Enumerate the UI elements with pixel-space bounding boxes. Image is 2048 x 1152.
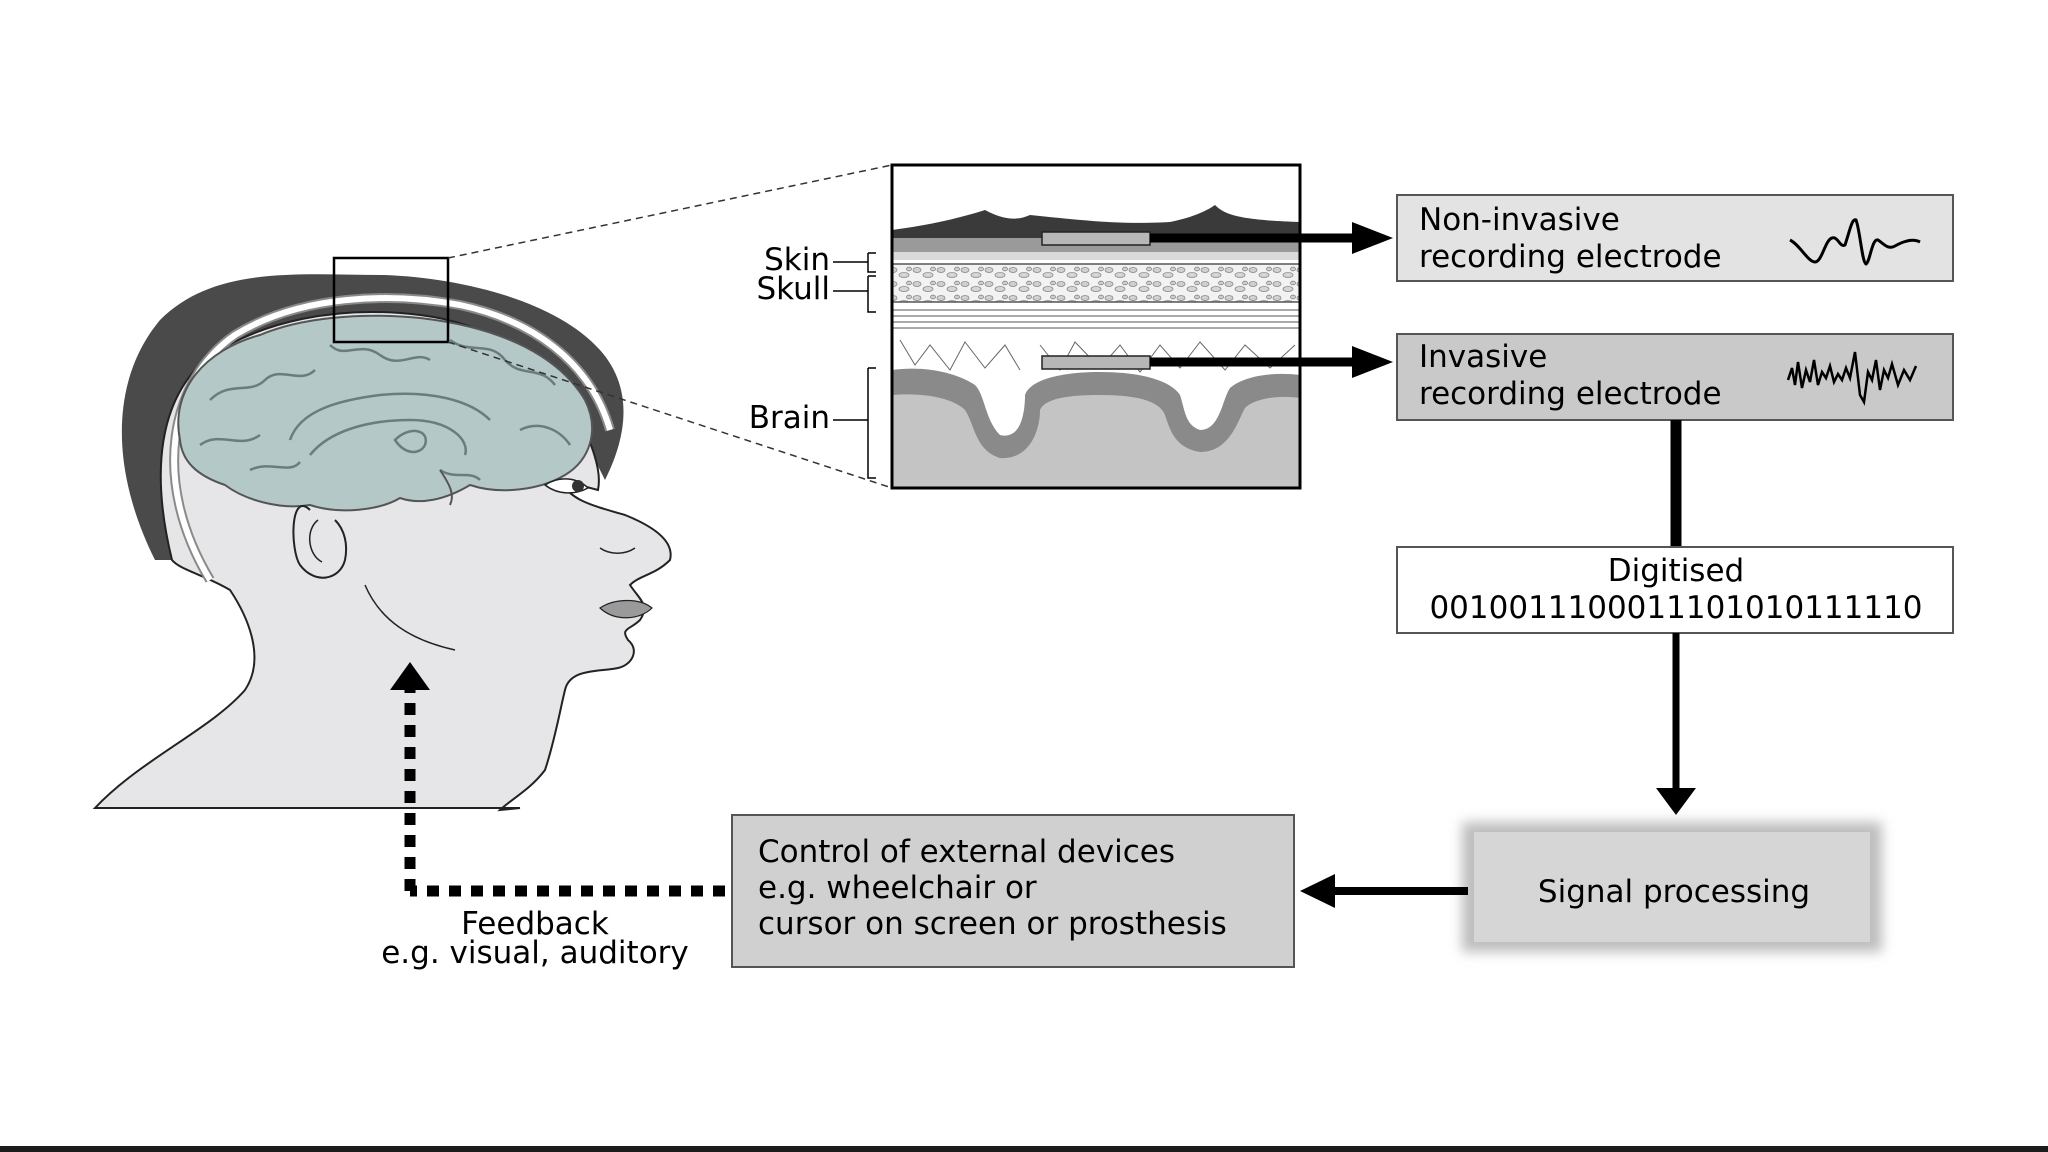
zoom-line-top — [447, 164, 893, 259]
head-illustration — [92, 274, 672, 812]
digitised-box: Digitised 0010011100011101010111110 — [1396, 546, 1954, 634]
non-invasive-line1: Non-invasive — [1419, 202, 1620, 238]
window-bottom-bar — [0, 1146, 2048, 1152]
invasive-line2: recording electrode — [1419, 376, 1722, 412]
label-skull: Skull — [756, 271, 830, 307]
control-line2: e.g. wheelchair or — [758, 870, 1037, 906]
feedback-line1: Feedback — [461, 906, 609, 942]
waveform-icon — [1789, 218, 1921, 266]
invasive-electrode — [1041, 355, 1151, 370]
non-invasive-line2: recording electrode — [1419, 239, 1722, 275]
brain-shape — [177, 314, 594, 512]
zoom-box — [332, 256, 450, 344]
brain-folds — [199, 338, 572, 481]
ear — [292, 505, 348, 579]
spike-waveform-icon — [1786, 351, 1918, 406]
label-skin: Skin — [764, 242, 830, 278]
tissue-inset — [892, 165, 1300, 488]
non-invasive-electrode — [1041, 231, 1151, 246]
invasive-box: Invasive recording electrode — [1396, 333, 1954, 421]
tissue-inset-frame — [890, 163, 1302, 490]
feedback-line2: e.g. visual, auditory — [381, 935, 689, 971]
signal-processing-label: Signal processing — [1538, 874, 1810, 910]
label-brain: Brain — [749, 400, 830, 436]
layer-labels: Skin Skull Brain — [749, 242, 876, 479]
lips — [599, 599, 653, 619]
non-invasive-box: Non-invasive recording electrode — [1396, 194, 1954, 282]
digitised-line1: Digitised — [1608, 553, 1744, 589]
control-line3: cursor on screen or prosthesis — [758, 906, 1227, 942]
digitised-binary: 0010011100011101010111110 — [1429, 590, 1922, 626]
control-line1: Control of external devices — [758, 834, 1175, 870]
zoom-line-bottom — [447, 341, 893, 489]
feedback-arrow — [390, 662, 725, 897]
control-devices-box: Control of external devices e.g. wheelch… — [731, 814, 1295, 968]
invasive-line1: Invasive — [1419, 339, 1547, 375]
signal-processing-box: Signal processing — [1462, 822, 1882, 952]
